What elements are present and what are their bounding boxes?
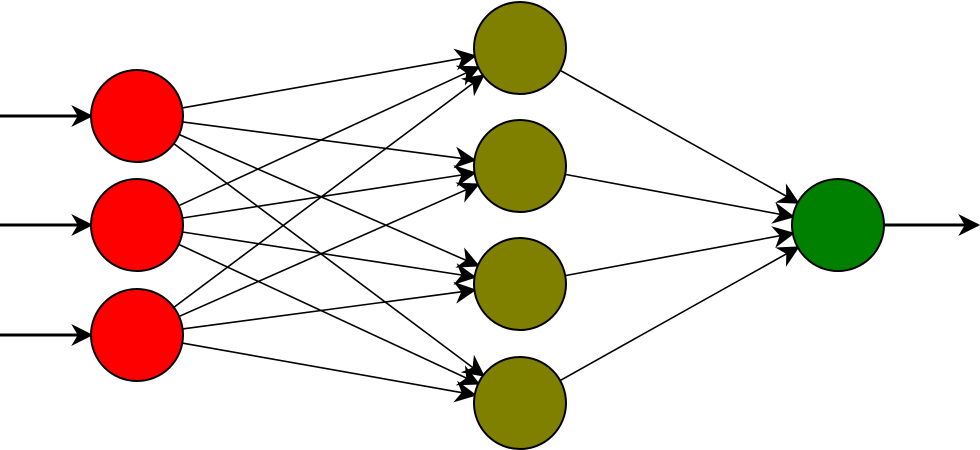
- input-node: [90, 69, 184, 163]
- hidden-node: [473, 1, 567, 95]
- nodes-layer: [90, 1, 885, 450]
- edge-hidden-output: [565, 173, 795, 224]
- hidden-node: [473, 356, 567, 450]
- edge-input-hidden: [173, 74, 485, 309]
- edge-input-hidden: [182, 342, 477, 403]
- edges-layer: [0, 48, 980, 403]
- edge-input-hidden: [182, 48, 477, 109]
- hidden-node: [473, 237, 567, 331]
- edge-hidden-output: [565, 226, 795, 277]
- edge-hidden-output: [559, 246, 800, 382]
- input-node: [90, 288, 184, 382]
- edge-hidden-output: [559, 69, 800, 204]
- input-node: [90, 178, 184, 272]
- edge-input-hidden: [178, 133, 480, 268]
- edge-input-hidden: [182, 121, 477, 169]
- edge-input-hidden: [182, 231, 477, 285]
- edge-input-hidden: [173, 142, 485, 377]
- edge-input-hidden: [178, 65, 481, 207]
- edge-input-hidden: [182, 281, 477, 330]
- edge-input-hidden: [178, 182, 480, 318]
- edge-input-hidden: [178, 243, 481, 386]
- output-node: [791, 178, 885, 272]
- hidden-node: [473, 119, 567, 213]
- edge-input-hidden: [182, 165, 477, 219]
